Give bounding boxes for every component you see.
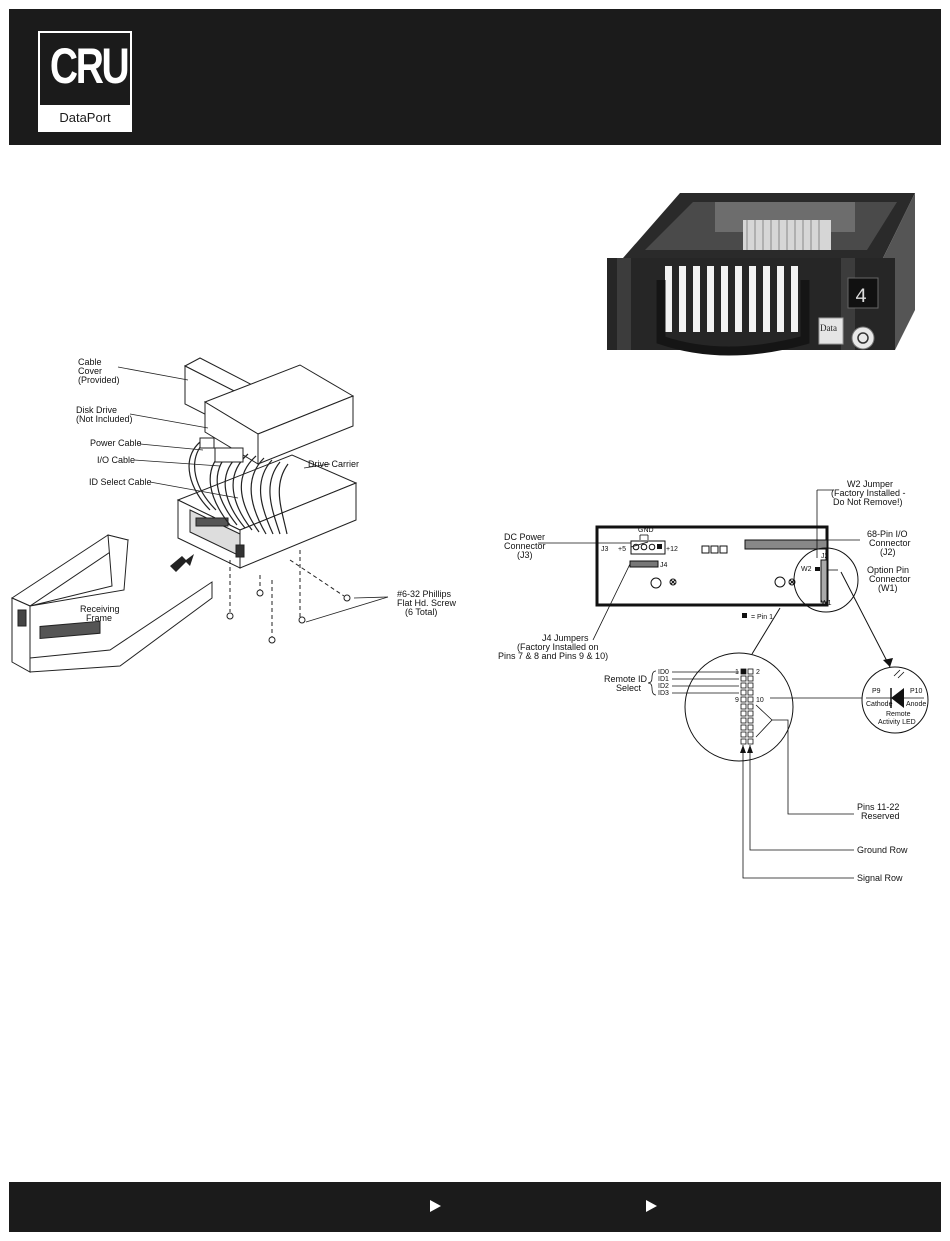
label-id2: ID2 xyxy=(658,683,669,690)
disk-drive-part xyxy=(203,364,355,465)
label-screw-3: (6 Total) xyxy=(405,607,437,617)
label-w2-jumper-2: (Factory Installed - xyxy=(831,488,906,498)
footer-band xyxy=(9,1182,941,1232)
label-pin-1: 1 xyxy=(735,669,739,676)
board-diagram: W2 Jumper (Factory Installed - Do Not Re… xyxy=(498,479,929,883)
label-remote-id-1: Remote ID xyxy=(604,674,648,684)
detail-magnifier xyxy=(684,652,794,762)
label-led-2: Activity LED xyxy=(878,719,916,726)
label-option-pin-1: Option Pin xyxy=(867,565,909,575)
label-gnd: GND xyxy=(638,527,654,534)
logo-subtitle: DataPort xyxy=(40,105,130,130)
label-receiving-frame-1: Receiving xyxy=(80,604,120,614)
assembly-diagram: Cable Cover (Provided) Disk Drive (Not I… xyxy=(10,357,457,673)
label-led-1: Remote xyxy=(886,711,911,718)
label-j4-jumpers-3: Pins 7 & 8 and Pins 9 & 10) xyxy=(498,651,608,661)
header-band xyxy=(9,9,941,145)
label-j4-jumpers-2: (Factory Installed on xyxy=(517,642,599,652)
label-dc-power-1: DC Power xyxy=(504,532,545,542)
label-w2: W2 xyxy=(801,566,812,573)
label-pins-reserved-2: Reserved xyxy=(861,811,900,821)
bay-number: 4 xyxy=(855,286,867,309)
receiving-frame-part xyxy=(10,534,213,673)
label-remote-id-2: Select xyxy=(616,683,642,693)
label-drive-carrier: Drive Carrier xyxy=(308,459,359,469)
label-anode: Anode xyxy=(906,701,926,708)
label-cathode: Cathode xyxy=(866,701,893,708)
label-signal-row: Signal Row xyxy=(857,873,903,883)
label-ground-row: Ground Row xyxy=(857,845,908,855)
label-option-pin-3: (W1) xyxy=(878,583,898,593)
label-io-cable: I/O Cable xyxy=(97,455,135,465)
label-j4-jumpers-1: J4 Jumpers xyxy=(542,633,589,643)
label-j4: J4 xyxy=(660,562,668,569)
key-lock-icon xyxy=(851,326,875,350)
screws xyxy=(226,550,351,644)
label-id-select-cable: ID Select Cable xyxy=(89,477,152,487)
label-pins-reserved-1: Pins 11-22 xyxy=(857,802,899,812)
label-j3: J3 xyxy=(601,546,609,553)
photo-badge: Data xyxy=(820,323,837,333)
label-j2: J2 xyxy=(821,553,829,560)
product-photo: 4 Data xyxy=(607,193,915,356)
label-w1: W1 xyxy=(821,600,832,607)
label-p9: P9 xyxy=(872,688,881,695)
label-receiving-frame-2: Frame xyxy=(86,613,112,623)
label-cable-cover-3: (Provided) xyxy=(78,375,120,385)
label-pin-9: 9 xyxy=(735,697,739,704)
label-cable-cover-1: Cable xyxy=(78,357,102,367)
label-id0: ID0 xyxy=(658,669,669,676)
label-disk-drive-1: Disk Drive xyxy=(76,405,117,415)
label-io-connector-3: (J2) xyxy=(880,547,896,557)
label-power-cable: Power Cable xyxy=(90,438,142,448)
drive-carrier-part xyxy=(176,454,358,569)
footer-arrow-icon xyxy=(430,1200,441,1212)
label-w2-jumper-3: Do Not Remove!) xyxy=(833,497,903,507)
label-screw-1: #6-32 Phillips xyxy=(397,589,452,599)
label-id3: ID3 xyxy=(658,690,669,697)
label-pin-2: 2 xyxy=(756,669,760,676)
label-cable-cover-2: Cover xyxy=(78,366,102,376)
label-id1: ID1 xyxy=(658,676,669,683)
label-dc-power-3: (J3) xyxy=(517,550,533,560)
label-option-pin-2: Connector xyxy=(869,574,911,584)
label-plus5: +5 xyxy=(618,546,626,553)
logo-wordmark: CRU xyxy=(49,38,130,94)
label-io-connector-2: Connector xyxy=(869,538,911,548)
label-dc-power-2: Connector xyxy=(504,541,546,551)
label-io-connector-1: 68-Pin I/O xyxy=(867,529,908,539)
label-screw-2: Flat Hd. Screw xyxy=(397,598,457,608)
label-pin-10: 10 xyxy=(756,697,764,704)
label-p10: P10 xyxy=(910,688,923,695)
footer-arrow-icon xyxy=(646,1200,657,1212)
label-plus12: +12 xyxy=(666,546,678,553)
label-pin1-legend: = Pin 1 xyxy=(751,614,773,621)
label-disk-drive-2: (Not Included) xyxy=(76,414,133,424)
insert-arrow xyxy=(170,554,194,572)
cru-logo: CRU DataPort xyxy=(38,31,132,132)
label-w2-jumper-1: W2 Jumper xyxy=(847,479,893,489)
